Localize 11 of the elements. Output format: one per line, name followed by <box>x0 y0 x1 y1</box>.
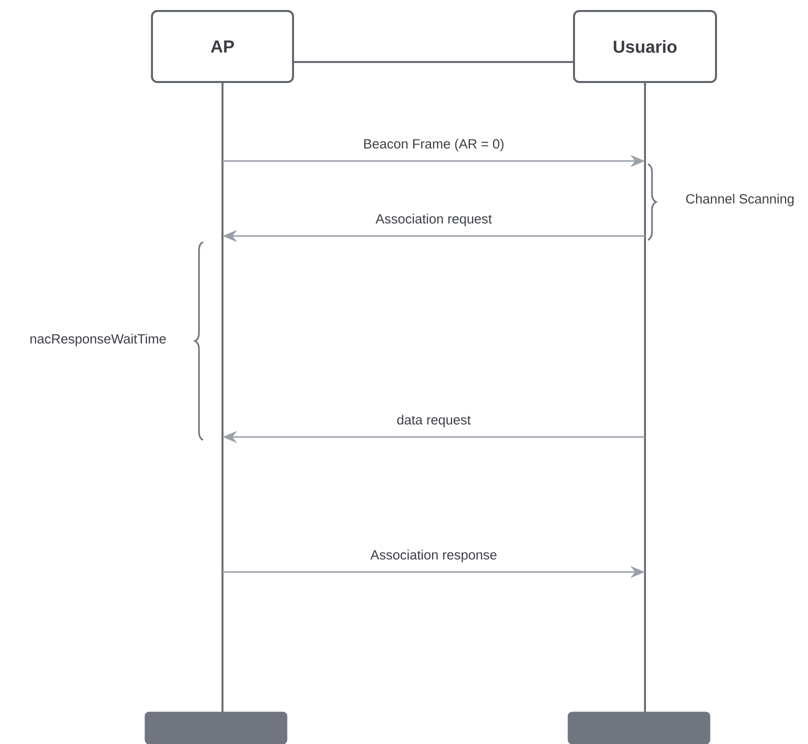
brace-label: Channel Scanning <box>686 194 794 206</box>
participant-box: Usuario <box>573 10 717 83</box>
edge-label: Association response <box>370 550 496 562</box>
edge-label: Association request <box>376 214 492 226</box>
edge-label: data request <box>397 414 471 428</box>
lifeline-end-bar <box>144 712 288 744</box>
edge-label: Beacon Frame (AR = 0) <box>364 138 504 152</box>
brace-label: nacResponseWaitTime <box>30 334 166 346</box>
connector-line <box>294 61 573 63</box>
lifeline-end-bar <box>568 712 710 744</box>
participant-box: AP <box>150 10 294 83</box>
